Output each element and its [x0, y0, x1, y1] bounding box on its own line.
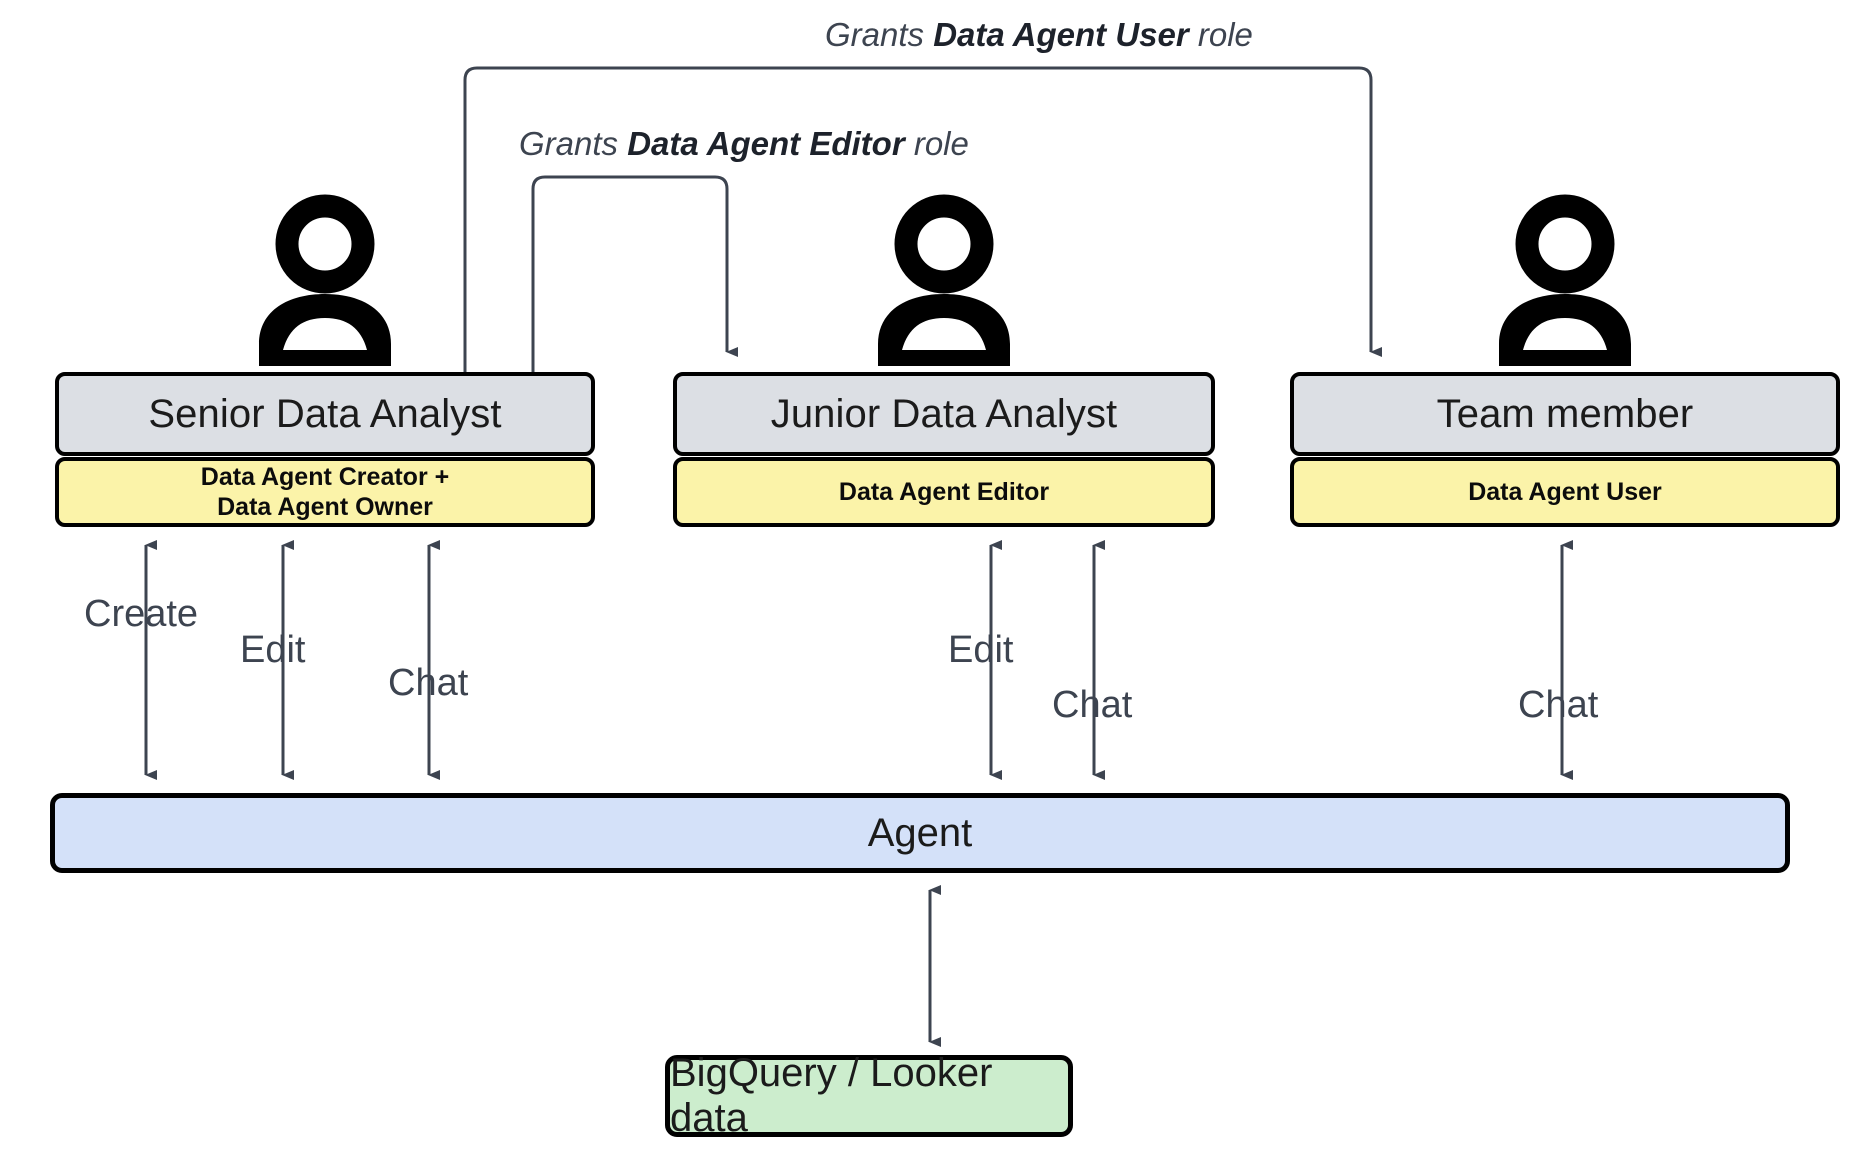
- grant-label-data-agent-user: Grants Data Agent User role: [825, 16, 1253, 54]
- grant-role-name: Data Agent User: [933, 16, 1189, 53]
- role-badge-line: Data Agent Editor: [838, 477, 1050, 506]
- role-badge-junior-data-analyst: Data Agent Editor: [673, 457, 1215, 527]
- agent-label: Agent: [867, 810, 973, 855]
- persona-title-label: Senior Data Analyst: [148, 391, 502, 436]
- action-label-team-chat: Chat: [1518, 684, 1599, 726]
- action-label-junior-chat: Chat: [1052, 684, 1133, 726]
- action-label-senior-edit: Edit: [240, 629, 306, 671]
- role-badge-line: Data Agent Creator +: [200, 462, 450, 491]
- persona-title-label: Junior Data Analyst: [770, 391, 1118, 436]
- grant-role-name: Data Agent Editor: [627, 125, 905, 162]
- action-label-junior-edit: Edit: [948, 629, 1014, 671]
- role-badge-line: Data Agent Owner: [217, 493, 433, 521]
- person-icon: [878, 194, 1010, 366]
- action-label-senior-chat: Chat: [388, 662, 469, 704]
- role-badge-line: Data Agent User: [1468, 477, 1662, 506]
- data-store-node: BigQuery / Looker data: [665, 1051, 1073, 1140]
- role-badge-senior-data-analyst: Data Agent Creator + Data Agent Owner: [55, 457, 595, 527]
- action-label-senior-create: Create: [84, 593, 199, 635]
- persona-title-team-member: Team member: [1290, 372, 1840, 456]
- grant-label-data-agent-editor: Grants Data Agent Editor role: [519, 125, 969, 163]
- person-icon: [259, 194, 391, 366]
- grant-prefix: Grants: [519, 125, 628, 162]
- grant-suffix: role: [1188, 16, 1253, 53]
- persona-title-junior-data-analyst: Junior Data Analyst: [673, 372, 1215, 456]
- persona-title-label: Team member: [1436, 391, 1694, 436]
- person-icon: [1499, 194, 1631, 366]
- data-store-label: BigQuery / Looker data: [670, 1051, 993, 1140]
- grant-suffix: role: [904, 125, 969, 162]
- agent-node: Agent: [50, 793, 1790, 873]
- grant-prefix: Grants: [825, 16, 934, 53]
- persona-title-senior-data-analyst: Senior Data Analyst: [55, 372, 595, 456]
- connector-grants-data-agent-editor: [531, 175, 738, 372]
- role-badge-team-member: Data Agent User: [1290, 457, 1840, 527]
